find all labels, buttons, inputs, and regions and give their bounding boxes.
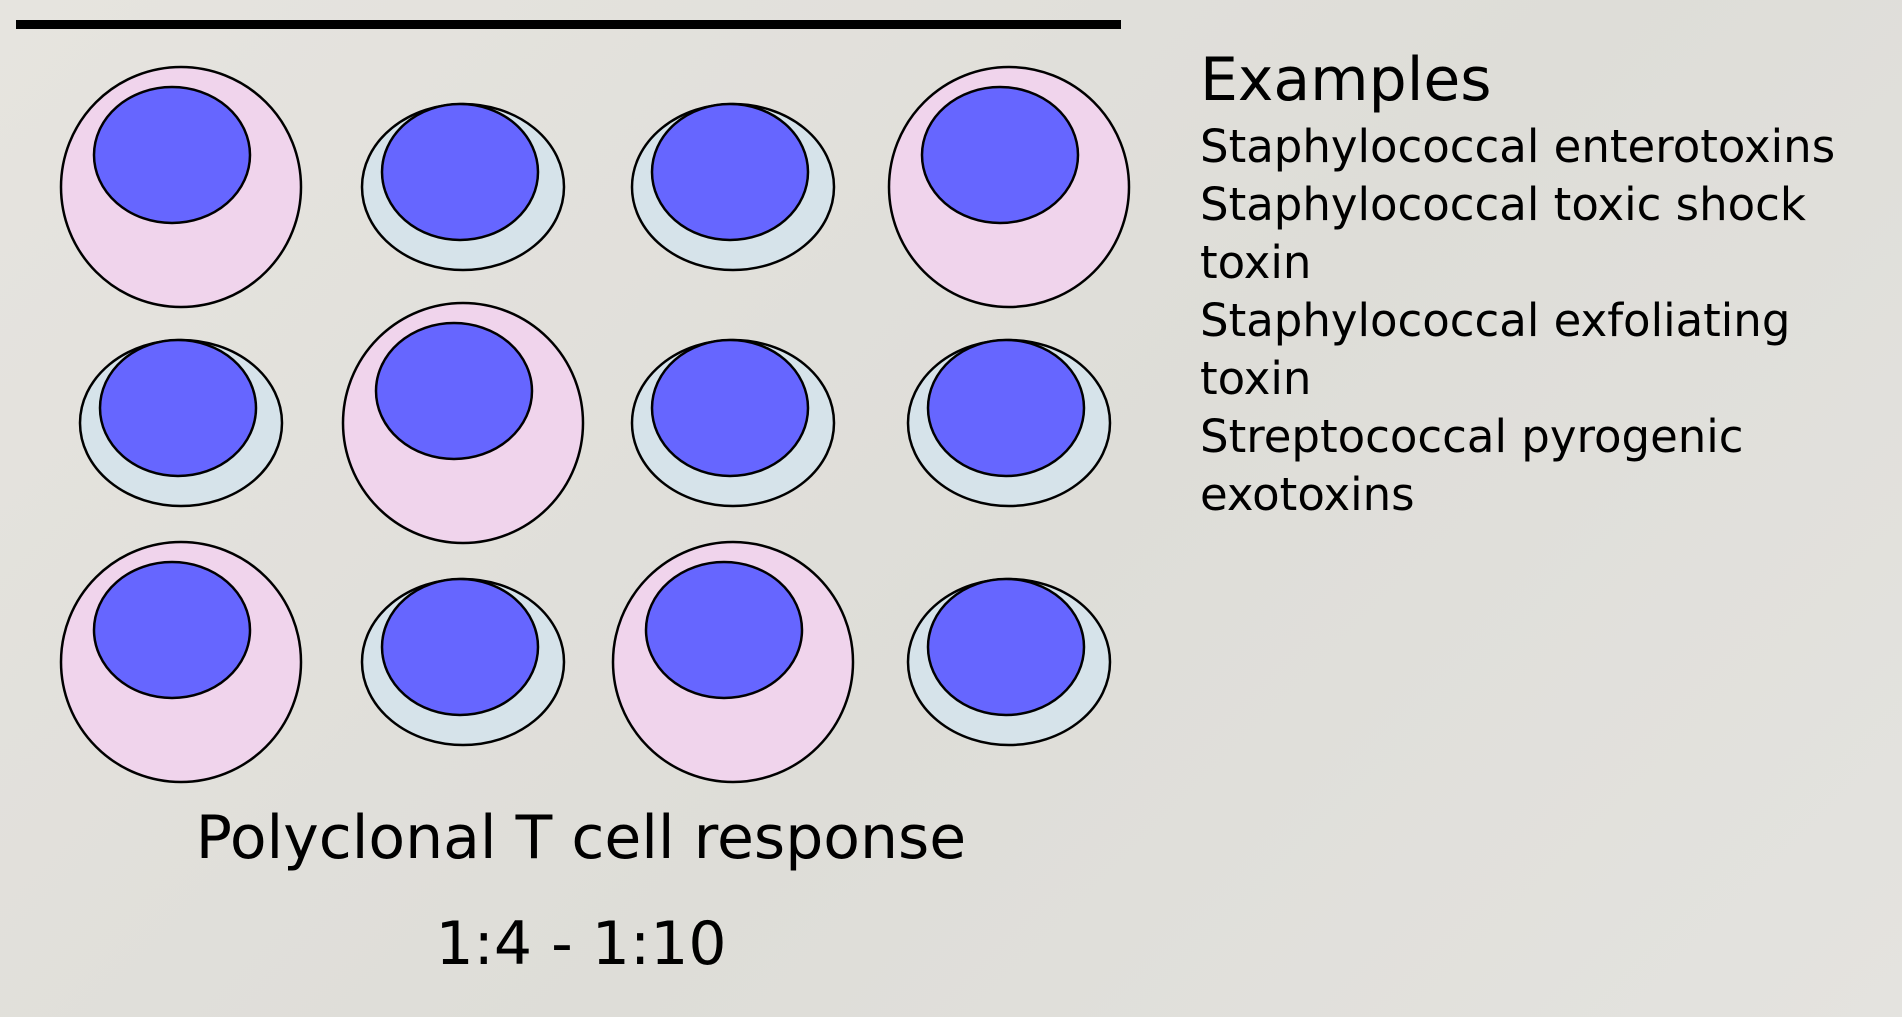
cell-nucleus: [644, 560, 804, 700]
cell-nucleus: [92, 85, 252, 225]
resting-t-cell: [78, 338, 284, 508]
example-item: Streptococcal pyrogenic exotoxins: [1200, 410, 1744, 521]
cell-nucleus: [380, 102, 540, 242]
resting-t-cell: [360, 102, 566, 272]
example-item: Staphylococcal enterotoxins: [1200, 120, 1836, 173]
cell-nucleus: [650, 338, 810, 478]
response-ratio: 1:4 - 1:10: [435, 909, 727, 979]
resting-t-cell: [906, 577, 1112, 747]
cell-nucleus: [926, 577, 1086, 717]
activated-t-cell: [341, 301, 585, 545]
cell-nucleus: [380, 577, 540, 717]
cell-nucleus: [650, 102, 810, 242]
resting-t-cell: [630, 102, 836, 272]
examples-list: Staphylococcal enterotoxins Staphylococc…: [1200, 118, 1890, 524]
activated-t-cell: [887, 65, 1131, 309]
cell-nucleus: [98, 338, 258, 478]
diagram-caption: Polyclonal T cell response: [195, 803, 967, 873]
activated-t-cell: [59, 65, 303, 309]
resting-t-cell: [630, 338, 836, 508]
resting-t-cell: [360, 577, 566, 747]
examples-heading: Examples: [1200, 45, 1492, 115]
activated-t-cell: [59, 540, 303, 784]
activated-t-cell: [611, 540, 855, 784]
example-item: Staphylococcal exfoliating toxin: [1200, 294, 1791, 405]
examples-panel: Examples Staphylococcal enterotoxins Sta…: [1200, 42, 1890, 524]
cell-nucleus: [374, 321, 534, 461]
cell-nucleus: [920, 85, 1080, 225]
cell-nucleus: [92, 560, 252, 700]
example-item: Staphylococcal toxic shock toxin: [1200, 178, 1806, 289]
cell-nucleus: [926, 338, 1086, 478]
title-rule: [16, 20, 1121, 29]
resting-t-cell: [906, 338, 1112, 508]
